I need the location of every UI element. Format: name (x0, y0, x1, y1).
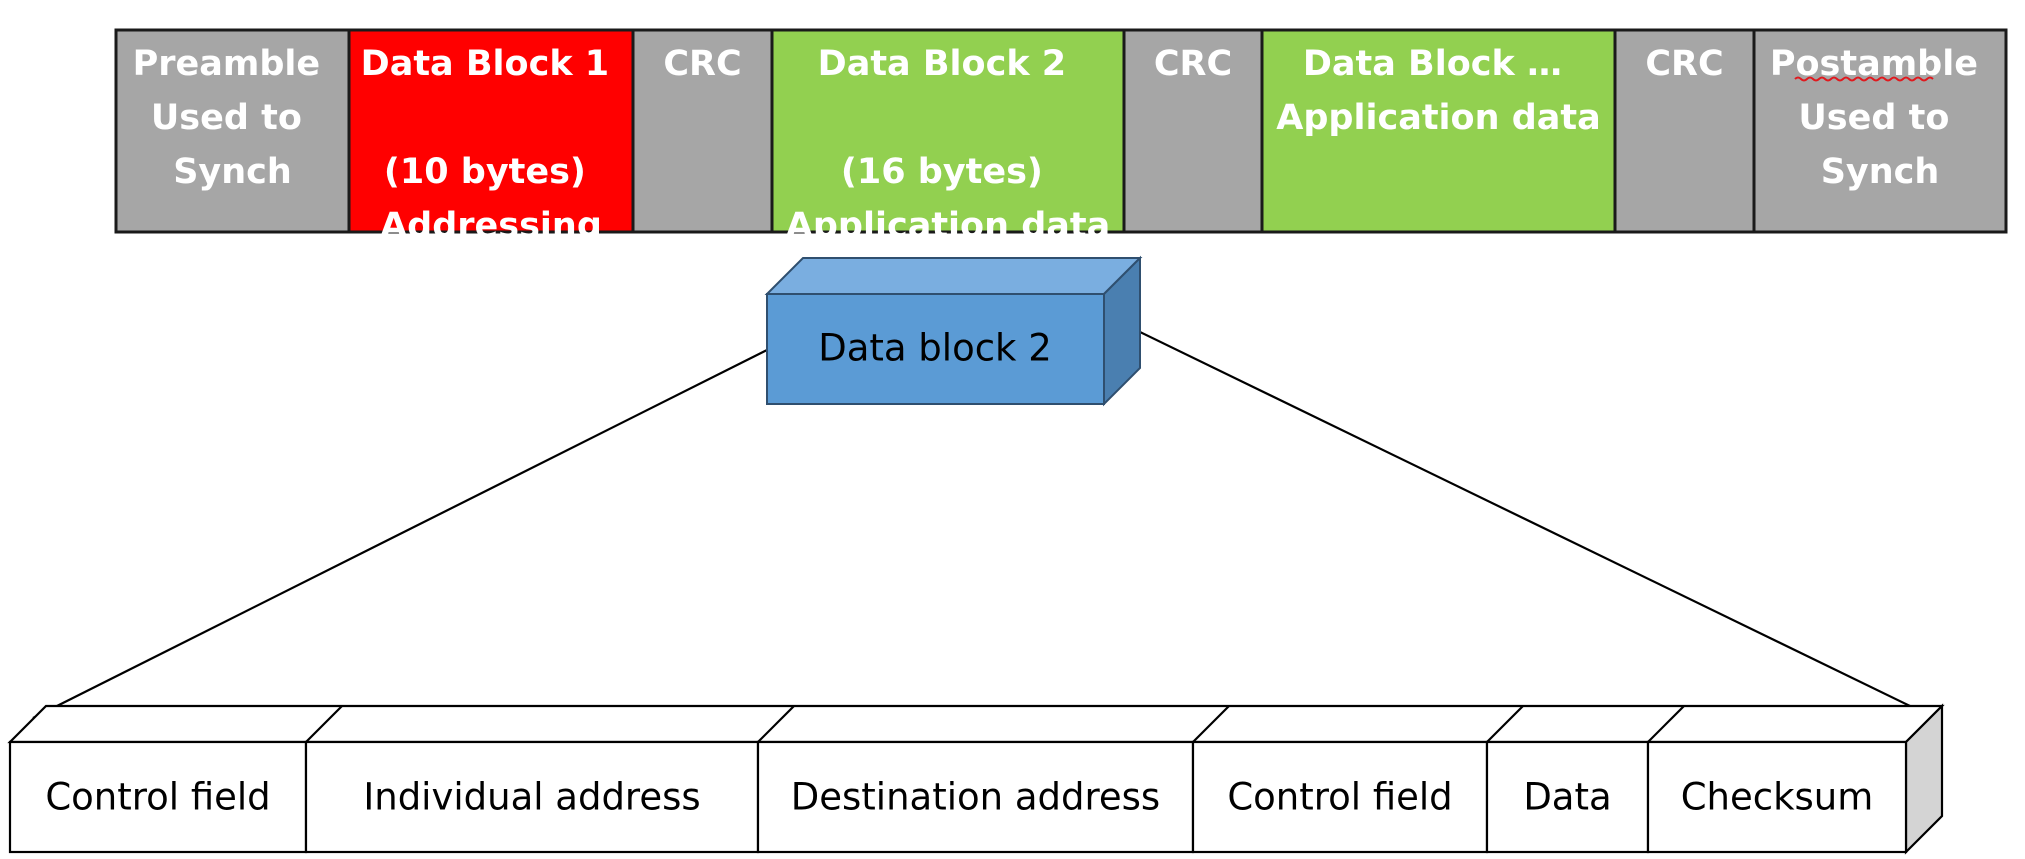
field-cell (304, 740, 760, 854)
segment-text: Data Block … Application data (1276, 44, 1600, 138)
data-block-label: Data block 2 (818, 327, 1052, 370)
field-label: Destination address (791, 776, 1160, 819)
segment-fill (114, 28, 351, 234)
segment-line: Application data (1276, 98, 1600, 138)
frame-row: Preamble Used to Synch Data Block 1 (10 … (114, 28, 2008, 246)
box-top-face (764, 257, 1143, 295)
segment-line: Data Block 1 (361, 44, 610, 84)
segment-line: Synch (1821, 152, 1940, 192)
segment-line: Synch (173, 152, 292, 192)
segment-text: CRC (663, 44, 741, 84)
segment-line: Postamble (1770, 44, 1978, 84)
segment-text: Data Block 1 (10 bytes) Addressing (361, 44, 622, 246)
zoom-line-right (1139, 331, 1911, 707)
segment-line: CRC (1154, 44, 1232, 84)
box-front-face (766, 293, 1105, 405)
spellcheck-underline (1794, 76, 1934, 82)
field-cell-checksum: Checksum (1646, 740, 1908, 854)
field-cell-control-field-2: Control field (1191, 740, 1489, 854)
segment-line: Data Block 2 (818, 44, 1067, 84)
field-label: Data (1523, 776, 1611, 819)
frame-segment-crc-2: CRC (1122, 28, 1264, 234)
segment-text: Postamble Used to Synch (1770, 44, 1990, 192)
field-row: Control field Individual address Destina… (7, 703, 1945, 855)
segment-line: CRC (663, 44, 741, 84)
segment-line: Addressing (380, 206, 602, 246)
segment-text: CRC (1154, 44, 1232, 84)
segment-line: Preamble (133, 44, 321, 84)
frame-segment-data-block-2: Data Block 2 (16 bytes) Application data (770, 28, 1126, 246)
frame-segment-data-block-1: Data Block 1 (10 bytes) Addressing (347, 28, 635, 246)
segment-fill (347, 28, 635, 234)
segment-fill (1752, 28, 2008, 234)
field-cell-data: Data (1485, 740, 1650, 854)
data-block-2-box: Data block 2 (764, 255, 1143, 407)
field-label: Individual address (363, 776, 700, 819)
field-cell-destination-address: Destination address (756, 740, 1195, 854)
segment-line: Used to (1798, 98, 1949, 138)
field-top-divider (305, 705, 343, 743)
field-label: Control field (1227, 776, 1452, 819)
segment-line: Application data (786, 206, 1110, 246)
field-label: Checksum (1681, 776, 1874, 819)
segment-line: Data Block … (1303, 44, 1562, 84)
field-top-divider (757, 705, 795, 743)
segment-line: (16 bytes) (841, 152, 1043, 192)
segment-fill (770, 28, 1126, 234)
field-top-dividers (305, 705, 1685, 743)
segment-fill (631, 28, 774, 234)
frame-segment-preamble: Preamble Used to Synch (114, 28, 351, 234)
segment-line: (10 bytes) (384, 152, 586, 192)
field-top-divider (1192, 705, 1230, 743)
field-cell-individual-address: Individual address (304, 740, 760, 854)
field-cell (756, 740, 1195, 854)
frame-segment-data-block-n: Data Block … Application data (1260, 28, 1617, 234)
segment-text: CRC (1645, 44, 1723, 84)
field-cell (1646, 740, 1908, 854)
segment-line: CRC (1645, 44, 1723, 84)
segment-line: Used to (151, 98, 302, 138)
field-top-divider (1647, 705, 1685, 743)
frame-segment-postamble: Postamble Used to Synch (1752, 28, 2008, 234)
segment-text: Preamble Used to Synch (133, 44, 333, 192)
zoom-line-left (32, 349, 768, 719)
frame-segment-crc-1: CRC (631, 28, 774, 234)
field-cell (1191, 740, 1489, 854)
segment-fill (1260, 28, 1617, 234)
frame-segment-crc-3: CRC (1613, 28, 1756, 234)
segment-text: Data Block 2 (16 bytes) Application data (786, 44, 1110, 246)
segment-fill (1122, 28, 1264, 234)
field-label: Control field (45, 776, 270, 819)
field-cell-control-field: Control field (8, 740, 308, 854)
field-top-divider (1486, 705, 1524, 743)
segment-fill (1613, 28, 1756, 234)
